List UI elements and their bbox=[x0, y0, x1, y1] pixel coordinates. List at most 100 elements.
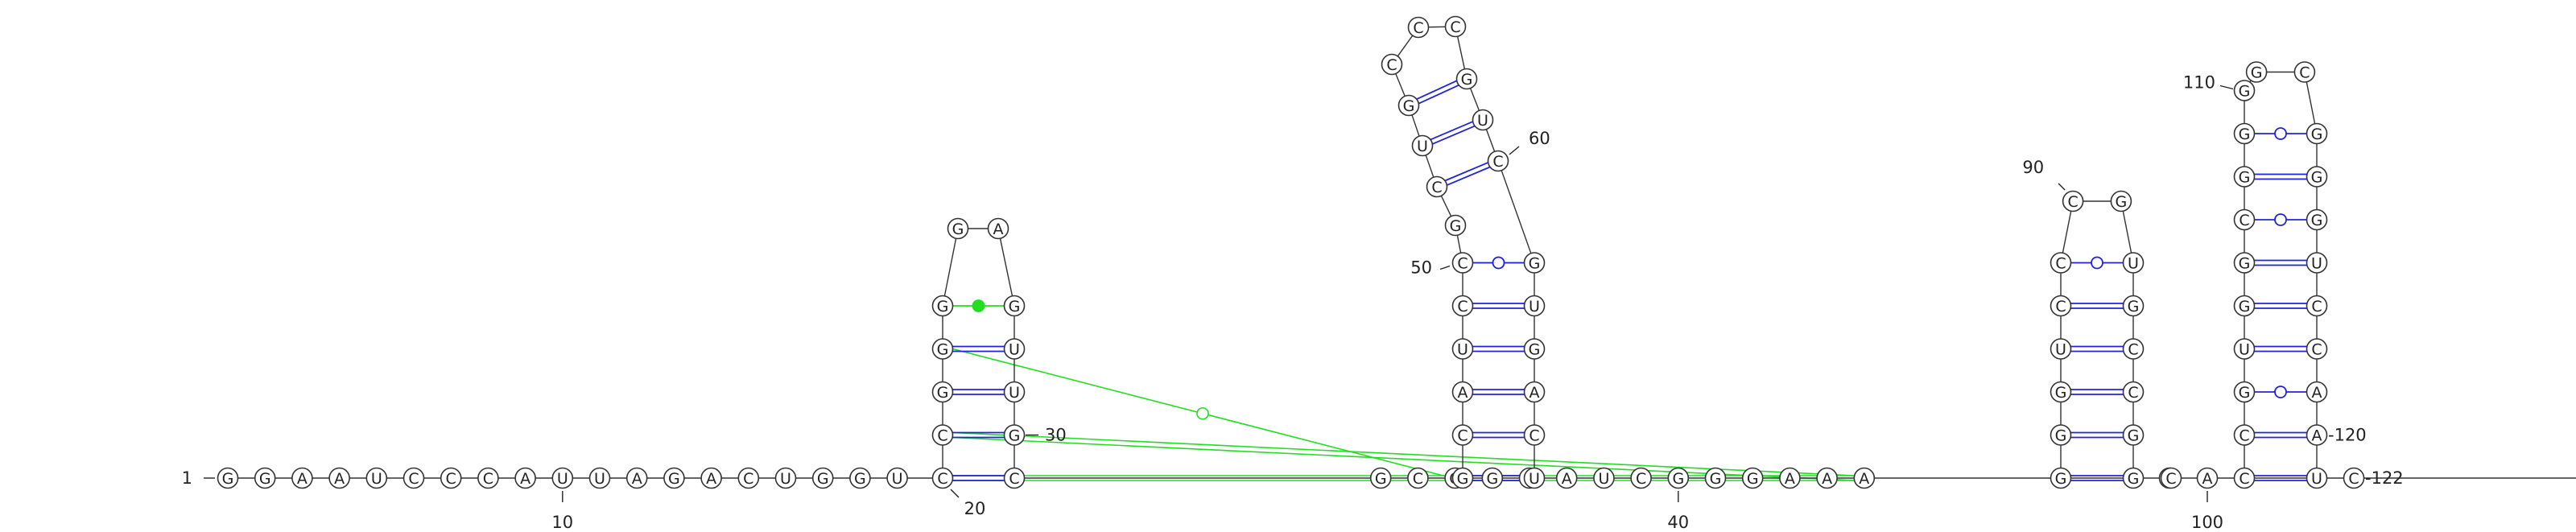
nucleotide-letter: C bbox=[937, 470, 947, 488]
nucleotide-circle bbox=[1369, 467, 1392, 489]
nucleotide: G bbox=[2233, 295, 2256, 317]
nucleotide-letter: A bbox=[520, 470, 530, 488]
nucleotide-circle bbox=[1523, 338, 1546, 360]
nucleotide: C bbox=[2050, 295, 2072, 317]
nucleotide-circle bbox=[2050, 381, 2072, 403]
index-tick bbox=[2058, 183, 2066, 191]
base-pair-line bbox=[1432, 125, 1476, 145]
nucleotide: C bbox=[2122, 381, 2145, 403]
nucleotide-letter: G bbox=[1009, 298, 1021, 315]
nucleotide: G bbox=[1704, 467, 1727, 489]
nucleotide-letter: G bbox=[2239, 298, 2251, 315]
nucleotide: U bbox=[1451, 338, 1474, 360]
nucleotide: A bbox=[1451, 381, 1474, 403]
nucleotide: G bbox=[2233, 381, 2256, 403]
index-tick bbox=[1439, 265, 1451, 270]
nucleotide: A bbox=[1779, 467, 1801, 489]
nucleotide-letter: U bbox=[557, 470, 568, 488]
nucleotide: A bbox=[700, 467, 722, 489]
index-tick bbox=[950, 489, 960, 498]
nucleotide: G bbox=[1369, 467, 1392, 489]
nucleotide-circle bbox=[987, 217, 1009, 240]
nucleotide-circle bbox=[2306, 208, 2328, 231]
nucleotide-letter: C bbox=[483, 470, 493, 488]
nucleotide: U bbox=[774, 467, 797, 489]
nucleotide: U bbox=[1003, 338, 1026, 360]
nucleotide: U bbox=[2122, 252, 2145, 274]
nucleotide: C bbox=[2293, 61, 2316, 83]
nucleotide-letter: C bbox=[1492, 153, 1503, 171]
nucleotide: C bbox=[2343, 467, 2365, 489]
nucleotide-letter: C bbox=[2239, 212, 2249, 229]
nucleotide-letter: A bbox=[2312, 384, 2322, 402]
nucleotide-letter: A bbox=[706, 470, 716, 488]
nucleotide-circle bbox=[1487, 150, 1509, 172]
nucleotide: C bbox=[2062, 190, 2084, 212]
index-label: 1 bbox=[182, 468, 192, 488]
nucleotide: C bbox=[1407, 467, 1429, 489]
nucleotide: G bbox=[663, 467, 685, 489]
nucleotide-circle bbox=[663, 467, 685, 489]
nucleotide: C bbox=[1630, 467, 1652, 489]
nucleotide-circle bbox=[1853, 467, 1876, 489]
nucleotide-circle bbox=[811, 467, 834, 489]
nucleotide: G bbox=[931, 381, 954, 403]
nucleotide: G bbox=[1003, 295, 1026, 317]
nucleotide-letter: G bbox=[937, 384, 949, 402]
wobble-pair-marker bbox=[2091, 256, 2103, 270]
nucleotide-circle bbox=[2306, 166, 2328, 188]
nucleotide-circle bbox=[1407, 16, 1430, 39]
nucleotide-circle bbox=[2233, 381, 2256, 403]
nucleotide-letter: G bbox=[1672, 470, 1684, 488]
index-label: 60 bbox=[1529, 129, 1550, 148]
nucleotide: C bbox=[1487, 150, 1509, 172]
nucleotide: A bbox=[625, 467, 648, 489]
nucleotide-circle bbox=[1704, 467, 1727, 489]
nucleotide-letter: G bbox=[937, 341, 949, 359]
nucleotide-letter: G bbox=[817, 470, 829, 488]
index-label: -122 bbox=[2365, 468, 2404, 488]
nucleotide-circle bbox=[1555, 467, 1578, 489]
nucleotide-letter: A bbox=[993, 221, 1004, 238]
nucleotide-letter: C bbox=[1386, 56, 1397, 74]
nucleotide: C bbox=[477, 467, 499, 489]
nucleotide-letter: G bbox=[1529, 341, 1541, 359]
nucleotide-circle bbox=[2233, 424, 2256, 446]
index-label: 100 bbox=[2191, 513, 2223, 532]
nucleotide: U bbox=[1593, 467, 1615, 489]
nucleotide-letter: U bbox=[2311, 470, 2322, 488]
index-label: 50 bbox=[1410, 258, 1432, 278]
nucleotide-circle bbox=[2122, 252, 2145, 274]
index-label-layer: 1102030405060708090100110-120-122 bbox=[182, 73, 2404, 532]
nucleotide-letter: U bbox=[1009, 341, 1020, 359]
nucleotide-circle bbox=[551, 467, 574, 489]
nucleotide-letter: U bbox=[1417, 138, 1428, 155]
index-label: 110 bbox=[2183, 73, 2215, 93]
tertiary-interaction-line bbox=[952, 431, 1855, 476]
nucleotide-circle bbox=[328, 467, 350, 489]
nucleotide-letter: A bbox=[297, 470, 308, 488]
nucleotide-circle bbox=[625, 467, 648, 489]
nucleotide: C bbox=[1426, 175, 1448, 198]
wobble-pair-marker bbox=[2274, 386, 2287, 398]
wobble-pair-marker bbox=[2274, 127, 2287, 140]
nucleotide: G bbox=[2110, 190, 2132, 212]
nucleotide: U bbox=[1523, 295, 1546, 317]
index-label: -120 bbox=[2328, 426, 2367, 445]
index-label: 90 bbox=[2022, 158, 2044, 177]
nucleotide-circle bbox=[402, 467, 425, 489]
nucleotide-letter: U bbox=[2055, 341, 2066, 359]
nucleotide-letter: A bbox=[1562, 470, 1572, 488]
nucleotide-circle bbox=[1523, 467, 1546, 489]
nucleotide-letter: C bbox=[2239, 427, 2249, 445]
nucleotide: G bbox=[811, 467, 834, 489]
nucleotide-circle bbox=[931, 295, 954, 317]
nucleotide-letter: G bbox=[2116, 193, 2128, 211]
nucleotide: U bbox=[886, 467, 908, 489]
nucleotide: C bbox=[1451, 295, 1474, 317]
nucleotide-letter: G bbox=[2239, 83, 2251, 101]
nucleotide-letter: G bbox=[2239, 169, 2251, 187]
nucleotide: C bbox=[2233, 424, 2256, 446]
nucleotide: C bbox=[737, 467, 760, 489]
